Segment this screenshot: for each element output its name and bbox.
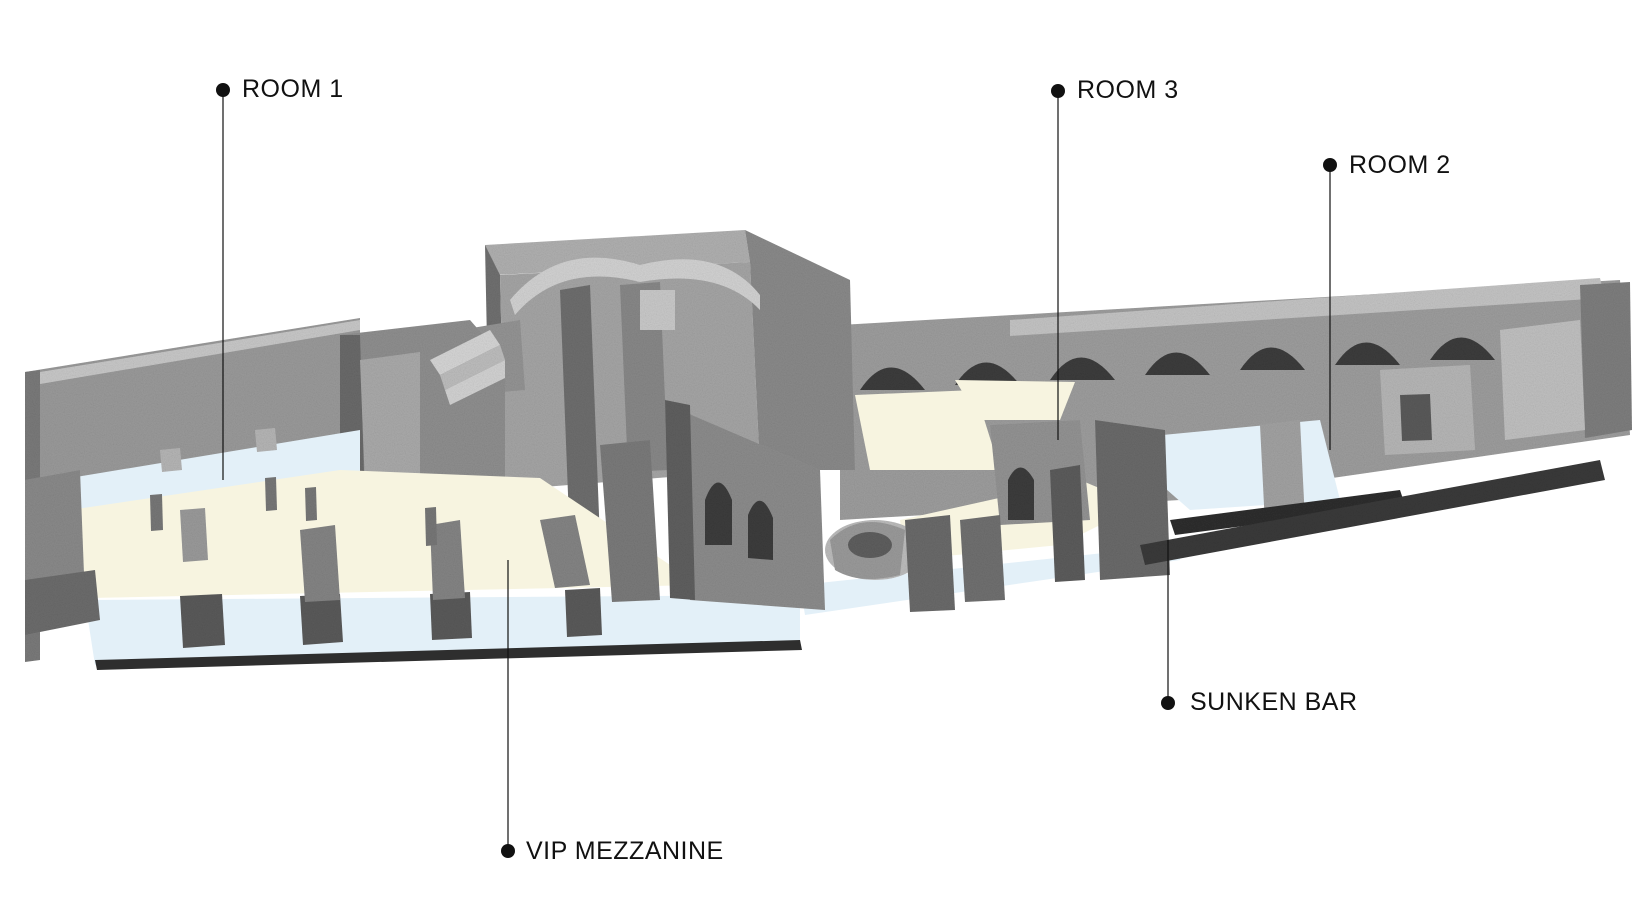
right-structures	[905, 320, 1605, 612]
stair-block	[340, 320, 505, 512]
mezzanine-columns	[150, 428, 602, 648]
arch	[1050, 357, 1115, 380]
marker-dot-sunken-bar	[1161, 696, 1175, 710]
marker-dot-room3	[1051, 84, 1065, 98]
marker-dot-room2	[1323, 158, 1337, 172]
spiral-stair	[825, 520, 925, 580]
arch	[860, 367, 925, 390]
label-vip-mezzanine: VIP MEZZANINE	[526, 837, 724, 865]
arch	[1240, 347, 1305, 370]
label-room3: ROOM 3	[1077, 76, 1179, 104]
arch	[1430, 337, 1495, 360]
arch	[748, 500, 773, 560]
label-room1: ROOM 1	[242, 75, 344, 103]
label-sunken-bar: SUNKEN BAR	[1190, 688, 1358, 716]
arch	[1335, 342, 1400, 365]
curved-wall	[510, 257, 760, 315]
arch	[955, 362, 1020, 385]
mezzanine-floor	[45, 470, 700, 598]
marker-dot-room1	[216, 83, 230, 97]
end-wall-left	[25, 470, 100, 635]
marker-dot-vip-mezzanine	[501, 844, 515, 858]
arch	[1008, 467, 1034, 520]
arch	[705, 482, 732, 545]
arch	[1145, 352, 1210, 375]
callout-markers	[216, 83, 1337, 858]
label-room2: ROOM 2	[1349, 151, 1451, 179]
arched-wall-middle	[600, 400, 825, 610]
